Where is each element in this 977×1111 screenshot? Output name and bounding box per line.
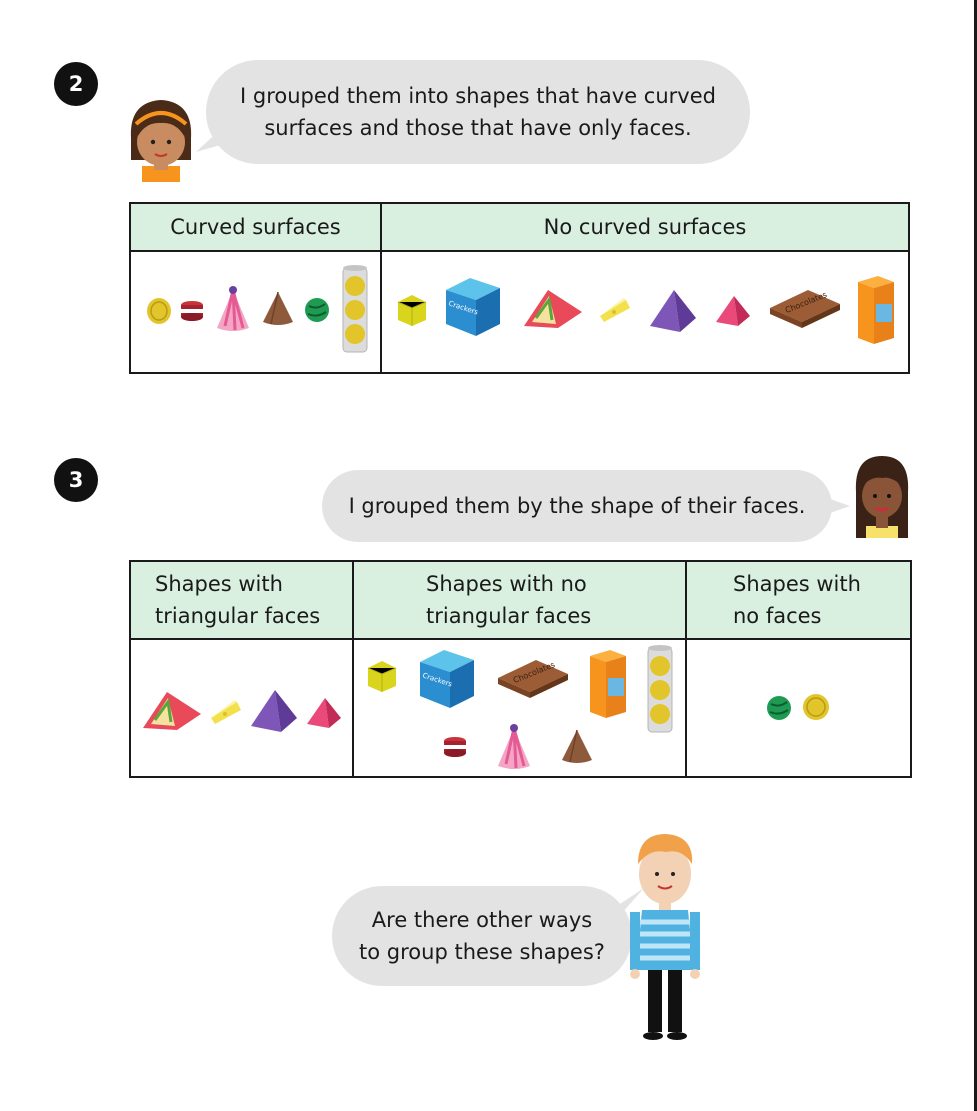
cheese-wedge-icon: [600, 298, 630, 322]
header-line-1: Shapes with: [733, 572, 861, 596]
page-edge: [974, 0, 977, 1111]
party-hat-icon: [217, 286, 249, 331]
gold-coin-icon: [803, 694, 829, 720]
lip-balm-icon: [181, 301, 203, 321]
curved-surfaces-table: Curved surfaces No curved surfaces: [129, 202, 910, 374]
face-shapes-table: Shapes with triangular faces Shapes with…: [129, 560, 912, 778]
speech-line-2: to group these shapes?: [359, 940, 605, 964]
curved-surfaces-cell: [129, 250, 382, 374]
header-line-2: triangular faces: [155, 604, 321, 628]
girl-character-icon: [130, 100, 192, 182]
yellow-cube-icon: [367, 661, 397, 692]
bubble-tail: [816, 494, 850, 518]
lip-balm-icon: [444, 737, 466, 757]
chocolate-cone-icon: [562, 729, 592, 763]
step-number-badge: 2: [54, 62, 98, 106]
header-line-1: Shapes with no: [426, 572, 587, 596]
header-line-1: Shapes with: [155, 572, 283, 596]
cereal-box-icon: [858, 276, 894, 344]
marble-ball-icon: [767, 696, 791, 720]
chocolate-bar-icon: Chocolates: [768, 288, 842, 332]
coin-tube-icon: [647, 645, 673, 733]
girl-character-icon: [855, 456, 909, 538]
header-no-curved-surfaces: No curved surfaces: [380, 202, 910, 252]
step-number: 2: [68, 72, 84, 96]
cheese-wedge-icon: [211, 700, 241, 724]
speech-line-2: surfaces and those that have only faces.: [264, 116, 692, 140]
pink-pyramid-icon: [716, 296, 750, 326]
purple-pyramid-icon: [251, 690, 297, 732]
speech-bubble-grouping-faces: I grouped them by the shape of their fac…: [322, 470, 832, 542]
cracker-box-icon: Crackers: [444, 276, 502, 338]
yellow-cube-icon: [397, 295, 427, 326]
header-curved-surfaces: Curved surfaces: [129, 202, 382, 252]
triangular-faces-cell: [129, 638, 354, 778]
header-triangular-faces: Shapes with triangular faces: [129, 560, 354, 640]
party-hat-icon: [498, 724, 530, 769]
sandwich-prism-icon: [524, 290, 582, 328]
chocolate-cone-icon: [263, 291, 293, 325]
step-number: 3: [68, 468, 84, 492]
cereal-box-icon: [590, 650, 626, 718]
speech-line-1: Are there other ways: [371, 908, 593, 932]
boy-character-icon: [630, 834, 700, 1040]
step-number-badge: 3: [54, 458, 98, 502]
speech-line: I grouped them by the shape of their fac…: [348, 494, 806, 518]
pink-pyramid-icon: [307, 698, 341, 728]
speech-bubble-question: Are there other ways to group these shap…: [332, 886, 632, 986]
cracker-box-icon: Crackers: [418, 648, 476, 710]
purple-pyramid-icon: [650, 290, 696, 332]
chocolate-bar-icon: Chocolates: [496, 658, 570, 702]
marble-ball-icon: [305, 298, 329, 322]
sandwich-prism-icon: [143, 692, 201, 730]
coin-tube-icon: [342, 265, 368, 353]
bubble-tail: [196, 124, 226, 152]
no-curved-surfaces-cell: Crackers: [380, 250, 910, 374]
bubble-tail: [614, 888, 644, 922]
speech-bubble-grouping-curved: I grouped them into shapes that have cur…: [206, 60, 750, 164]
header-no-triangular-faces: Shapes with no triangular faces: [352, 560, 687, 640]
no-triangular-faces-cell: Crackers Chocolates: [352, 638, 687, 778]
header-no-faces: Shapes with no faces: [685, 560, 912, 640]
header-line-2: triangular faces: [426, 604, 592, 628]
speech-line-1: I grouped them into shapes that have cur…: [240, 84, 716, 108]
gold-coin-icon: [147, 298, 171, 324]
no-faces-cell: [685, 638, 912, 778]
header-line-2: no faces: [733, 604, 822, 628]
